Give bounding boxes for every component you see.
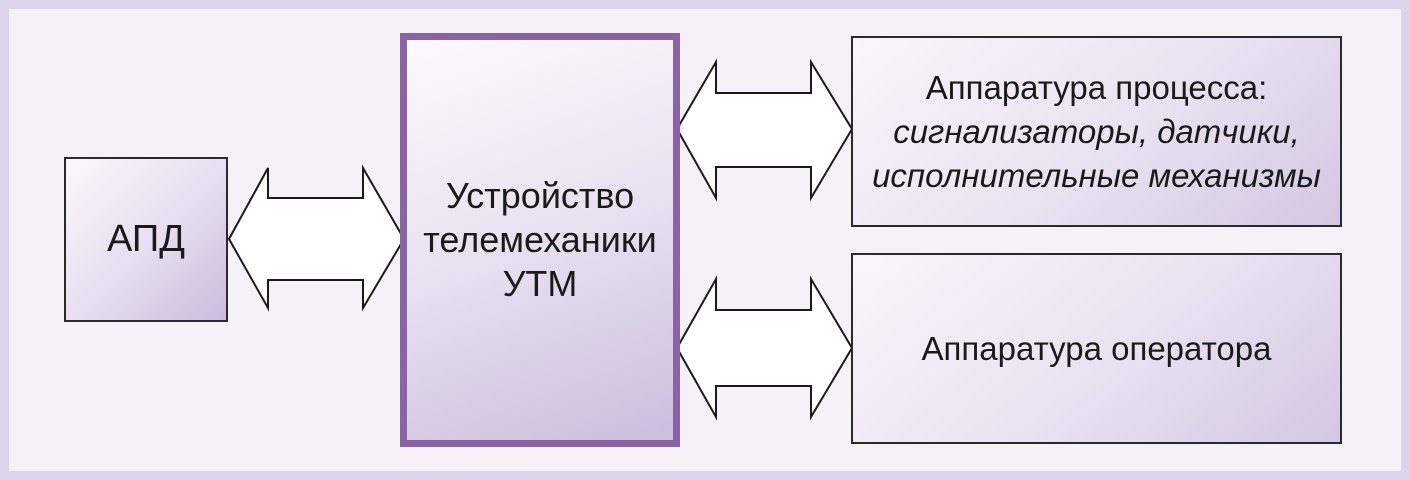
operator-label: Аппаратура оператора	[921, 329, 1272, 367]
arrow-utm-operator	[675, 275, 854, 421]
apd-label: АПД	[107, 218, 185, 260]
process-title: Аппаратура процесса:	[925, 68, 1268, 106]
apd-block: АПД	[64, 157, 228, 322]
arrow-utm-process	[675, 58, 854, 202]
process-detail-2: исполнительные механизмы	[872, 156, 1321, 194]
process-detail-1: сигнализаторы, датчики,	[893, 112, 1300, 150]
arrow-apd-utm	[227, 164, 406, 312]
utm-line-3: УТМ	[502, 263, 578, 304]
utm-line-2: телемеханики	[423, 219, 657, 260]
utm-block: Устройство телемеханики УТМ	[400, 33, 680, 447]
process-apparatus-block: Аппаратура процесса: сигнализаторы, датч…	[851, 36, 1342, 227]
operator-apparatus-block: Аппаратура оператора	[851, 253, 1342, 444]
utm-line-1: Устройство	[445, 175, 635, 216]
